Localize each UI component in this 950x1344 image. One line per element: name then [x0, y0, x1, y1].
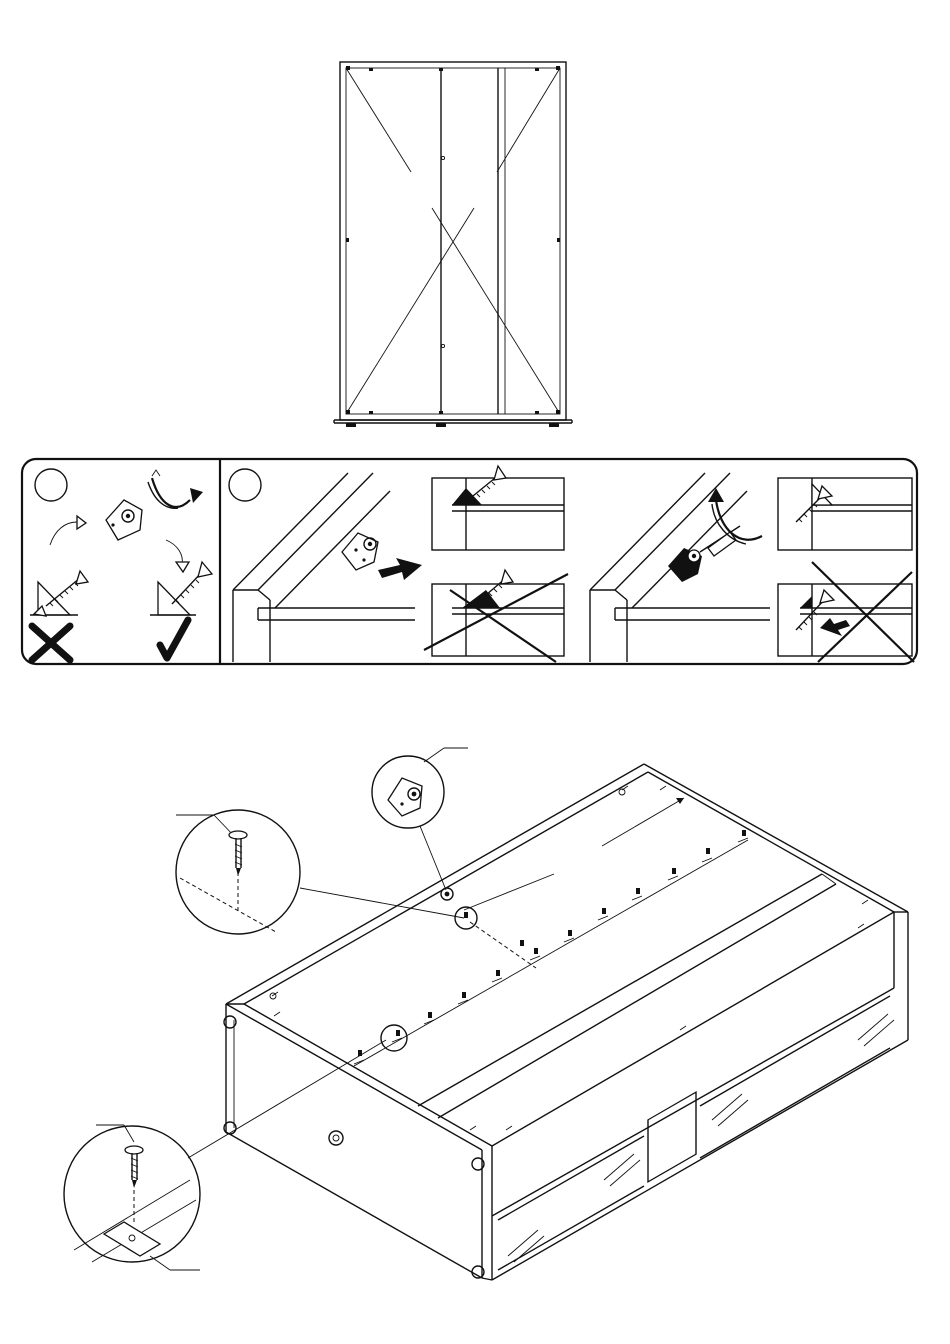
wardrobe-rear-view	[334, 62, 572, 427]
cross-mark-icon	[32, 626, 70, 660]
corner-bracket	[106, 500, 142, 540]
step-number-circle	[35, 469, 67, 501]
curve-arrow-right-icon	[166, 540, 182, 565]
rotate-arrow-icon	[708, 488, 762, 544]
check-mark-icon	[160, 620, 188, 658]
bracket-fitting-panel	[229, 466, 914, 662]
bracket-detail-correct	[432, 466, 564, 550]
step-number-circle	[229, 469, 261, 501]
correct-screw-angle-panel	[30, 469, 212, 660]
cabinet-body	[224, 764, 908, 1280]
screw-icon	[229, 831, 247, 876]
callout-screw-detail	[176, 810, 477, 934]
screw-icon	[125, 1146, 143, 1188]
corner-bracket	[342, 533, 378, 570]
cabinet-corner-left	[233, 473, 415, 662]
bracket-detail-wrong	[424, 570, 568, 662]
instruction-strip	[22, 459, 917, 664]
back-panel-nailing	[64, 748, 908, 1280]
rotate-arrow-icon	[148, 470, 203, 508]
cross-mark-icon	[812, 562, 914, 662]
callout-screw-washer-detail	[64, 1025, 407, 1270]
screw-detail-correct	[778, 478, 912, 550]
wrong-screw-example	[30, 571, 88, 616]
screw-detail-wrong	[778, 562, 914, 662]
push-arrow-icon	[378, 558, 422, 580]
curve-arrow-left-icon	[50, 522, 77, 545]
callout-bracket-detail	[372, 748, 468, 900]
back-nail-marks	[270, 786, 868, 1130]
